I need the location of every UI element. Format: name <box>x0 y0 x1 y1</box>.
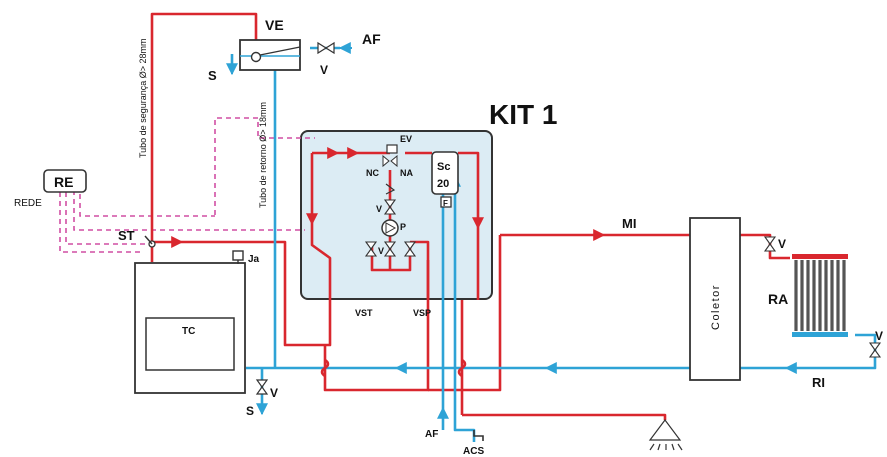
label-nc: NC <box>366 168 379 178</box>
label-v-top: V <box>320 63 328 77</box>
label-ev: EV <box>400 134 412 144</box>
vsp-valve <box>403 241 417 257</box>
boiler <box>134 262 246 394</box>
ev-valve <box>386 144 398 154</box>
label-vst: VST <box>355 308 373 318</box>
label-v-bottom: V <box>270 386 278 400</box>
float-valve-b <box>324 41 335 55</box>
label-v-ra-bottom: V <box>875 329 883 343</box>
label-re: RE <box>54 174 73 190</box>
label-f: F <box>443 199 448 208</box>
label-ja: Ja <box>248 254 260 265</box>
label-s-top: S <box>208 68 217 83</box>
label-ra: RA <box>768 291 788 307</box>
radiator <box>792 254 848 337</box>
label-rede: REDE <box>14 198 42 209</box>
kit-valve-upper <box>383 199 397 215</box>
label-coletor: Coletor <box>710 284 722 330</box>
label-p: P <box>400 222 406 232</box>
label-sc: Sc <box>437 161 450 173</box>
valve-ra-top <box>763 236 777 252</box>
label-v-ra-top: V <box>778 237 786 251</box>
label-af-bottom: AF <box>425 429 438 440</box>
vst-valve <box>364 241 378 257</box>
float-valve <box>317 41 328 55</box>
label-acs: ACS <box>463 446 484 457</box>
sc20-heat-exchanger <box>431 151 459 195</box>
control-wiring <box>59 117 315 253</box>
check-valve <box>385 183 396 195</box>
nc-na-valves <box>382 154 398 168</box>
kit-valve-lower <box>383 241 397 257</box>
valve-s-bottom <box>255 379 269 395</box>
label-af-top: AF <box>362 31 381 47</box>
shower-head <box>648 419 683 451</box>
label-v-kit-lower: V <box>378 246 384 256</box>
f-flow-sensor <box>440 196 452 208</box>
coletor <box>689 217 741 381</box>
label-ri: RI <box>812 375 825 390</box>
label-safety-tube: Tubo de segurança Ø> 28mm <box>138 39 148 158</box>
label-s-bottom: S <box>246 404 254 418</box>
label-mi: MI <box>622 216 636 231</box>
ja-gauge <box>232 250 244 261</box>
label-vsp: VSP <box>413 308 431 318</box>
label-tc: TC <box>182 326 195 337</box>
label-ve: VE <box>265 17 284 33</box>
re-controller <box>43 169 87 193</box>
label-na: NA <box>400 168 413 178</box>
kit-title: KIT 1 <box>489 99 557 130</box>
label-return-tube: Tubo de retorno Ø> 18mm <box>258 102 268 208</box>
pipe-crossings <box>320 358 467 378</box>
expansion-vessel <box>239 39 301 71</box>
acs-tap <box>473 430 484 441</box>
label-v-kit-upper: V <box>376 204 382 214</box>
label-20: 20 <box>437 178 449 190</box>
label-st: ST <box>118 228 135 243</box>
valve-ra-bottom <box>868 342 882 358</box>
